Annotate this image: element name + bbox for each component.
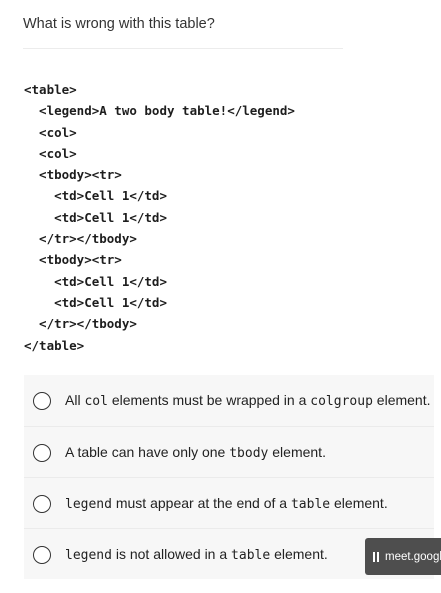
radio-button[interactable] bbox=[33, 443, 51, 462]
meet-sharing-indicator[interactable]: meet.google.com bbox=[365, 538, 441, 575]
question-divider bbox=[23, 48, 343, 49]
radio-button[interactable] bbox=[33, 494, 51, 513]
answer-option-1[interactable]: All col elements must be wrapped in a co… bbox=[24, 375, 434, 426]
code-line: <table> bbox=[24, 82, 77, 97]
code-line: <tbody><tr> bbox=[24, 167, 122, 183]
code-line: <td>Cell 1</td> bbox=[24, 294, 167, 310]
code-line: <tbody><tr> bbox=[24, 252, 122, 268]
code-line: </tr></tbody> bbox=[24, 231, 137, 247]
code-line: </table> bbox=[24, 337, 85, 353]
answer-option-4[interactable]: legend is not allowed in a table element… bbox=[24, 528, 434, 580]
question-text: What is wrong with this table? bbox=[23, 16, 215, 32]
answer-label: legend must appear at the end of a table… bbox=[65, 495, 388, 512]
code-line: <col> bbox=[24, 124, 77, 140]
radio-button[interactable] bbox=[33, 391, 51, 410]
code-block: <table> <legend>A two body table!</legen… bbox=[24, 79, 295, 356]
code-line: <td>Cell 1</td> bbox=[24, 273, 167, 289]
code-line: <td>Cell 1</td> bbox=[24, 188, 167, 204]
answer-label: legend is not allowed in a table element… bbox=[65, 546, 328, 563]
radio-button[interactable] bbox=[33, 545, 51, 564]
answer-option-3[interactable]: legend must appear at the end of a table… bbox=[24, 477, 434, 529]
pause-icon bbox=[373, 551, 379, 562]
answer-option-2[interactable]: A table can have only one tbody element. bbox=[24, 426, 434, 478]
answer-label: A table can have only one tbody element. bbox=[65, 444, 326, 461]
code-line: </tr></tbody> bbox=[24, 316, 137, 332]
code-line: <legend>A two body table!</legend> bbox=[24, 103, 295, 119]
answer-options: All col elements must be wrapped in a co… bbox=[24, 375, 434, 579]
code-line: <td>Cell 1</td> bbox=[24, 209, 167, 225]
answer-label: All col elements must be wrapped in a co… bbox=[65, 392, 431, 409]
meet-label: meet.google.com bbox=[385, 550, 441, 563]
code-line: <col> bbox=[24, 145, 77, 161]
